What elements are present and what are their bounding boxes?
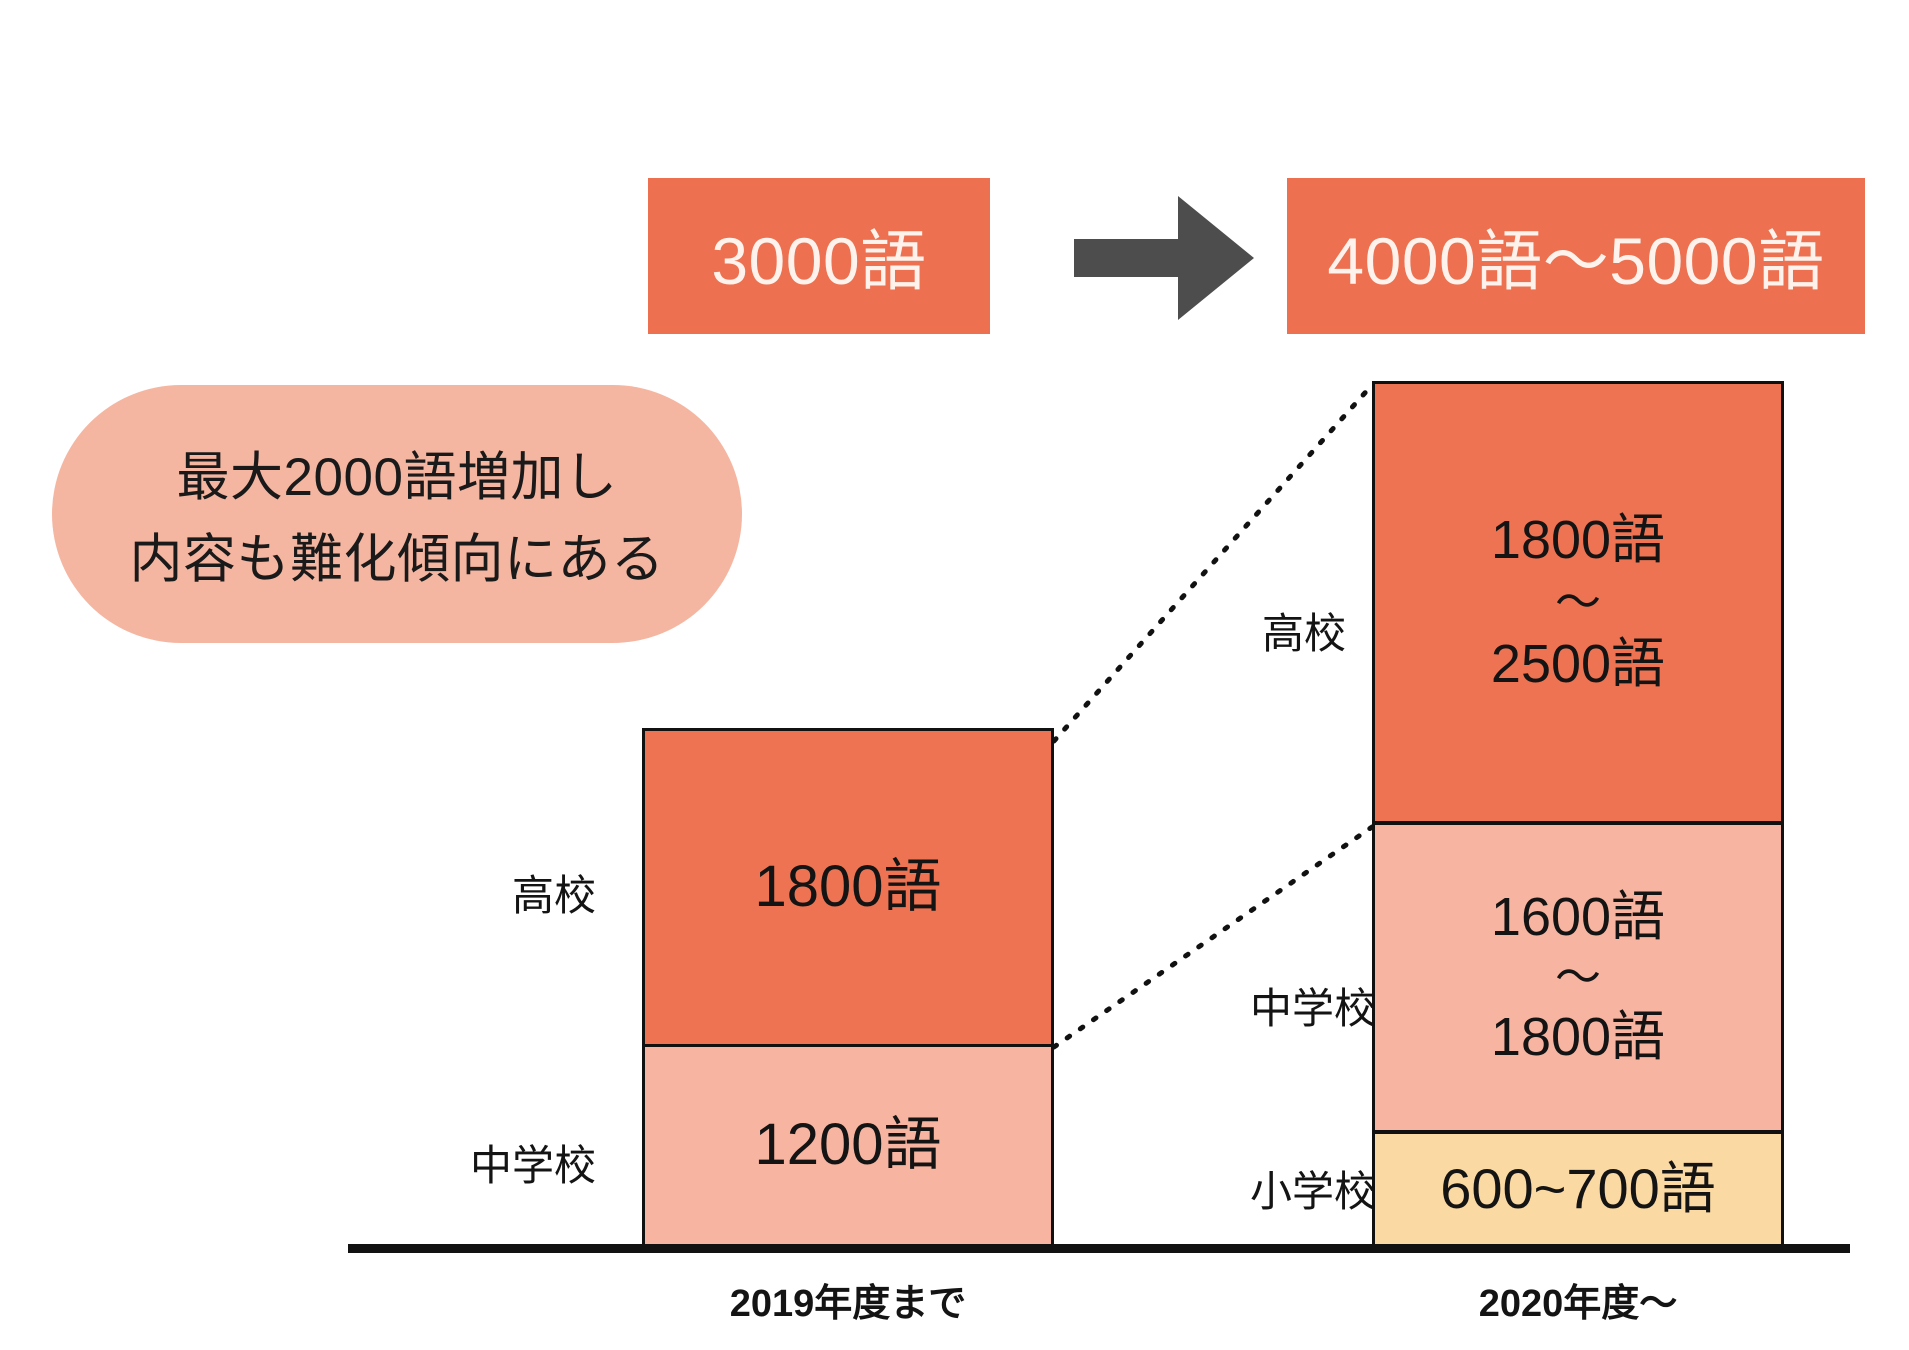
axis-caption-left: 2019年度まで xyxy=(729,1283,967,1325)
left-bar-segment-high-school: 1800語 xyxy=(642,728,1054,1047)
total-before-banner: 3000語 xyxy=(648,178,990,334)
right-bar-label-elementary: 小学校 xyxy=(1249,1168,1376,1215)
right-bar-label-junior-high: 中学校 xyxy=(1249,985,1376,1032)
callout-line-2: 内容も難化傾向にある xyxy=(129,530,665,589)
callout-line-1: 最大2000語増加し xyxy=(176,448,618,507)
total-after-banner: 4000語〜5000語 xyxy=(1287,178,1865,334)
right-bar-segment-elementary: 600~700語 xyxy=(1372,1131,1784,1247)
right-bar-label-high-school: 高校 xyxy=(1261,610,1346,657)
left-bar-value-high-school: 1800語 xyxy=(754,854,942,920)
callout-bubble: 最大2000語増加し 内容も難化傾向にある xyxy=(52,385,742,643)
baseline-axis xyxy=(348,1244,1850,1253)
right-bar-value-junior-high-line3: 1800語 xyxy=(1490,1007,1666,1068)
total-after-label: 4000語〜5000語 xyxy=(1327,224,1825,298)
arrow-right-icon xyxy=(1074,196,1254,320)
left-bar-label-high-school: 高校 xyxy=(511,872,596,919)
total-before-label: 3000語 xyxy=(711,224,927,298)
axis-caption-right: 2020年度〜 xyxy=(1478,1283,1678,1325)
left-bar-segment-junior-high: 1200語 xyxy=(642,1044,1054,1247)
right-bar-value-elementary: 600~700語 xyxy=(1440,1156,1716,1220)
right-bar-value-high-school-line3: 2500語 xyxy=(1490,634,1666,695)
right-bar-value-junior-high-line2: 〜 xyxy=(1555,950,1601,1003)
right-bar-segment-junior-high: 1600語 〜 1800語 xyxy=(1372,822,1784,1133)
left-bar-value-junior-high: 1200語 xyxy=(754,1112,942,1178)
left-bar-label-junior-high: 中学校 xyxy=(469,1142,596,1189)
right-bar-value-junior-high-line1: 1600語 xyxy=(1490,887,1666,948)
right-bar-value-high-school-line2: 〜 xyxy=(1555,575,1601,628)
right-bar-segment-high-school: 1800語 〜 2500語 xyxy=(1372,381,1784,824)
right-bar-value-high-school-line1: 1800語 xyxy=(1490,510,1666,571)
connector-high-school-top xyxy=(1051,382,1375,744)
